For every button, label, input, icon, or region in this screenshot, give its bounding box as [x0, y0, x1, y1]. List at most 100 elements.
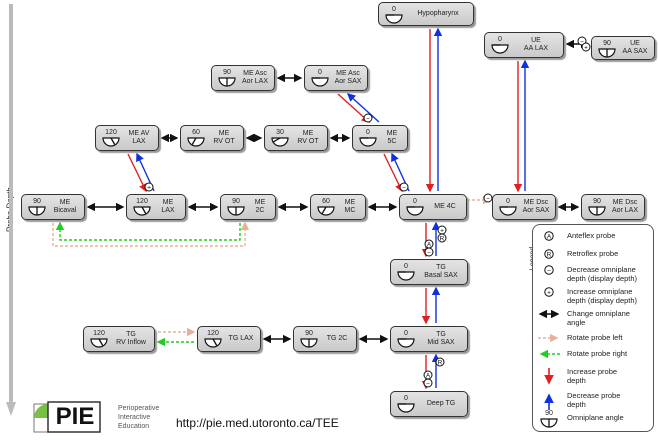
probe-action-badge-label: A [426, 372, 431, 379]
legend-omniplane-angle: 90 [545, 410, 553, 417]
legend-badge-glyph: + [547, 289, 551, 296]
legend-item-text: Retroflex probe [567, 249, 619, 258]
omniplane-angle-value: 0 [413, 198, 417, 205]
probe-depth-arrow [6, 4, 16, 416]
probe-action-badge-label: R [440, 235, 445, 242]
view-label: TG LAX [228, 335, 254, 342]
legend-symbol-icon: + [537, 287, 561, 315]
probe-action-badge-label: A [427, 241, 432, 248]
omniplane-icon [300, 338, 318, 348]
view-label: Hypopharynx [417, 10, 459, 17]
omniplane-angle-value: 90 [305, 330, 313, 337]
omniplane-icon [187, 137, 205, 147]
legend-item-text: Anteflex probe [567, 231, 616, 240]
probe-action-badge [435, 357, 445, 367]
omniplane-angle-value: 60 [322, 198, 330, 205]
omniplane-icon [271, 137, 289, 147]
rotate-right-edge [55, 221, 241, 241]
probe-action-badge-label: + [584, 44, 588, 51]
probe-action-badge-label: R [438, 359, 443, 366]
omniplane-angle-value: 0 [506, 198, 510, 205]
probe-action-badge-label: − [486, 195, 490, 202]
probe-action-badge [399, 182, 409, 192]
legend-symbol-icon: R [537, 249, 561, 277]
omniplane-angle-value: 30 [276, 129, 284, 136]
legend-symbol-icon: A [537, 231, 561, 259]
legend-symbol-icon [537, 333, 561, 361]
pie-org-line: Perioperative [118, 405, 160, 412]
omniplane-icon [406, 206, 424, 216]
rotate-left-edge [52, 221, 250, 247]
legend-item-text: Omniplane angle [567, 413, 624, 422]
probe-action-badge [581, 42, 591, 52]
legend-badge-glyph: R [547, 251, 552, 258]
probe-action-badge-label: + [147, 184, 151, 191]
legend-item-text: Rotate probe left [567, 333, 623, 342]
omniplane-angle-value: 0 [404, 263, 408, 270]
omniplane-icon [385, 14, 403, 24]
omniplane-angle-value: 90 [223, 69, 231, 76]
probe-action-badge-label: − [402, 184, 406, 191]
increase-depth-edge [383, 153, 403, 193]
legend-symbol-icon [537, 309, 561, 337]
pie-url-link[interactable]: http://pie.med.utoronto.ca/TEE [176, 416, 339, 430]
omniplane-angle-value: 90 [232, 198, 240, 205]
omniplane-icon [397, 403, 415, 413]
probe-action-badge-label: − [580, 38, 584, 45]
probe-action-badge [424, 247, 434, 257]
pie-org-name: Perioperative Interactive Education [118, 404, 159, 431]
legend-badge-glyph: A [547, 233, 552, 240]
probe-action-badge [423, 378, 433, 388]
pie-org-line: Education [118, 423, 150, 430]
omniplane-angle-value: 0 [498, 36, 502, 43]
legend-symbol-icon [537, 391, 561, 419]
omniplane-icon [102, 137, 120, 147]
omniplane-icon [311, 77, 329, 87]
omniplane-angle-value: 0 [404, 330, 408, 337]
view-label: Deep TG [426, 400, 456, 407]
pie-org-line: Interactive [118, 414, 151, 421]
omniplane-icon [491, 44, 509, 54]
legend-symbol-icon [537, 349, 561, 377]
probe-action-badge-label: − [427, 249, 431, 256]
probe-action-badge-label: − [426, 380, 430, 387]
pie-logo-text: PIE [55, 403, 95, 430]
legend-symbol-icon: − [537, 265, 561, 293]
